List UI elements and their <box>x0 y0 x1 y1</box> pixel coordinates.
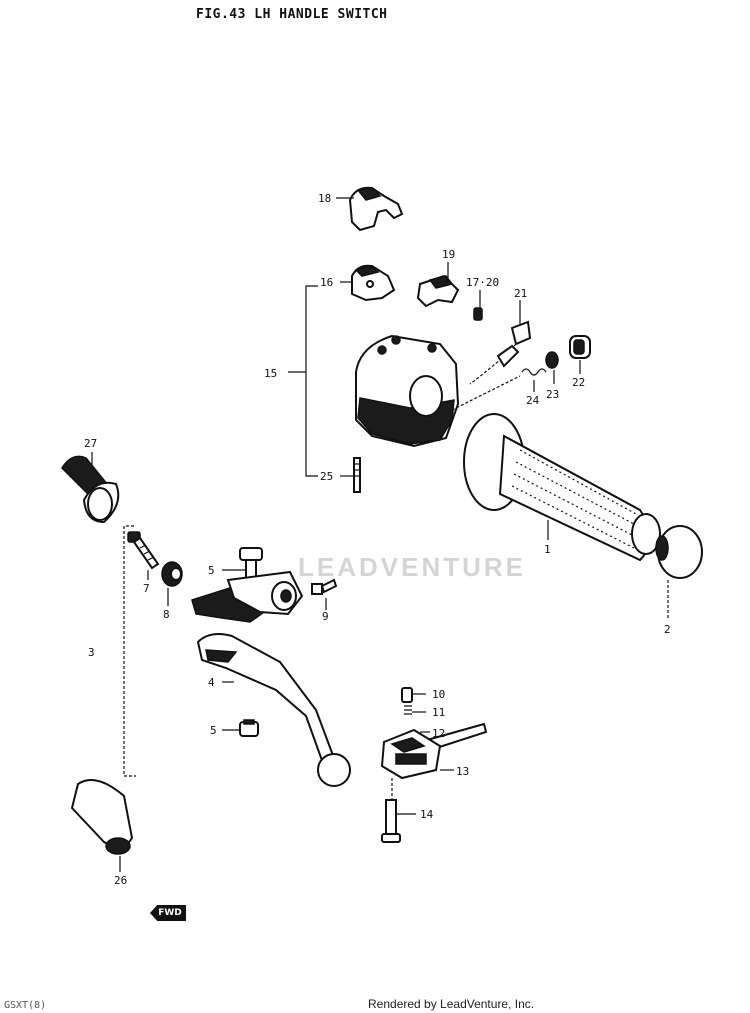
part-11-spring <box>404 705 412 715</box>
callout-14: 14 <box>420 808 434 821</box>
part-2-bar-end-cap <box>655 525 703 579</box>
footer-credit: Rendered by LeadVenture, Inc. <box>368 997 535 1011</box>
callout-7: 7 <box>143 582 150 595</box>
callout-3: 3 <box>88 646 95 659</box>
callout-25: 25 <box>320 470 333 483</box>
part-15-switch-housing <box>355 334 460 448</box>
callout-21: 21 <box>514 287 527 300</box>
callout-4: 4 <box>208 676 215 689</box>
part-9-screw <box>311 578 338 595</box>
callout-11: 11 <box>432 706 445 719</box>
part-21-contact-plate <box>469 320 532 385</box>
callout-23: 23 <box>546 388 559 401</box>
callout-22: 22 <box>572 376 585 389</box>
part-14-screw <box>381 799 401 843</box>
part-4-clutch-lever <box>196 633 351 787</box>
callout-labels: 18 19 16 17·20 21 15 22 23 24 25 27 1 5 … <box>84 192 671 887</box>
callout-27: 27 <box>84 437 97 450</box>
callout-2: 2 <box>664 623 671 636</box>
part-17-20-screw <box>473 307 483 321</box>
group-3-bracket <box>123 525 136 777</box>
callout-12: 12 <box>432 727 445 740</box>
callout-16: 16 <box>320 276 333 289</box>
page-code: GSXT(8) <box>4 1000 47 1011</box>
callout-19: 19 <box>442 248 455 261</box>
watermark: LEADVENTURE <box>298 552 527 582</box>
part-16-switch-knob <box>351 264 396 302</box>
callout-15: 15 <box>264 367 277 380</box>
part-6-nut <box>239 719 259 737</box>
callout-26: 26 <box>114 874 127 887</box>
part-26-lever-boot <box>70 779 134 855</box>
part-13-switch-block <box>380 728 442 780</box>
part-25-screw <box>353 457 361 493</box>
part-22-cap <box>569 335 591 359</box>
part-10-pin <box>401 687 413 703</box>
callout-9: 9 <box>322 610 329 623</box>
callout-5-nut: 5 <box>210 724 217 737</box>
part-24-spring <box>521 368 547 376</box>
callout-8: 8 <box>163 608 170 621</box>
part-clutch-lever-bracket <box>191 570 304 623</box>
callout-24: 24 <box>526 394 540 407</box>
part-23-washer <box>545 351 559 369</box>
part-8-nut <box>161 561 183 587</box>
callout-18: 18 <box>318 192 331 205</box>
callout-10: 10 <box>432 688 445 701</box>
callout-1: 1 <box>544 543 551 556</box>
leader-lines <box>91 197 581 872</box>
figure-title: FIG.43 LH HANDLE SWITCH <box>196 7 388 22</box>
callout-5-bolt: 5 <box>208 564 215 577</box>
part-18-clamp-cover <box>348 186 404 232</box>
callout-17-20: 17·20 <box>466 276 499 289</box>
part-27-cable-boot <box>61 455 120 524</box>
part-19-switch-knob <box>416 274 460 308</box>
part-7-bolt <box>127 531 160 570</box>
fwd-arrow-tag: FWD <box>150 905 186 921</box>
callout-13: 13 <box>456 765 469 778</box>
part-1-handle-grip <box>463 413 661 562</box>
group-15-bracket <box>305 285 318 477</box>
